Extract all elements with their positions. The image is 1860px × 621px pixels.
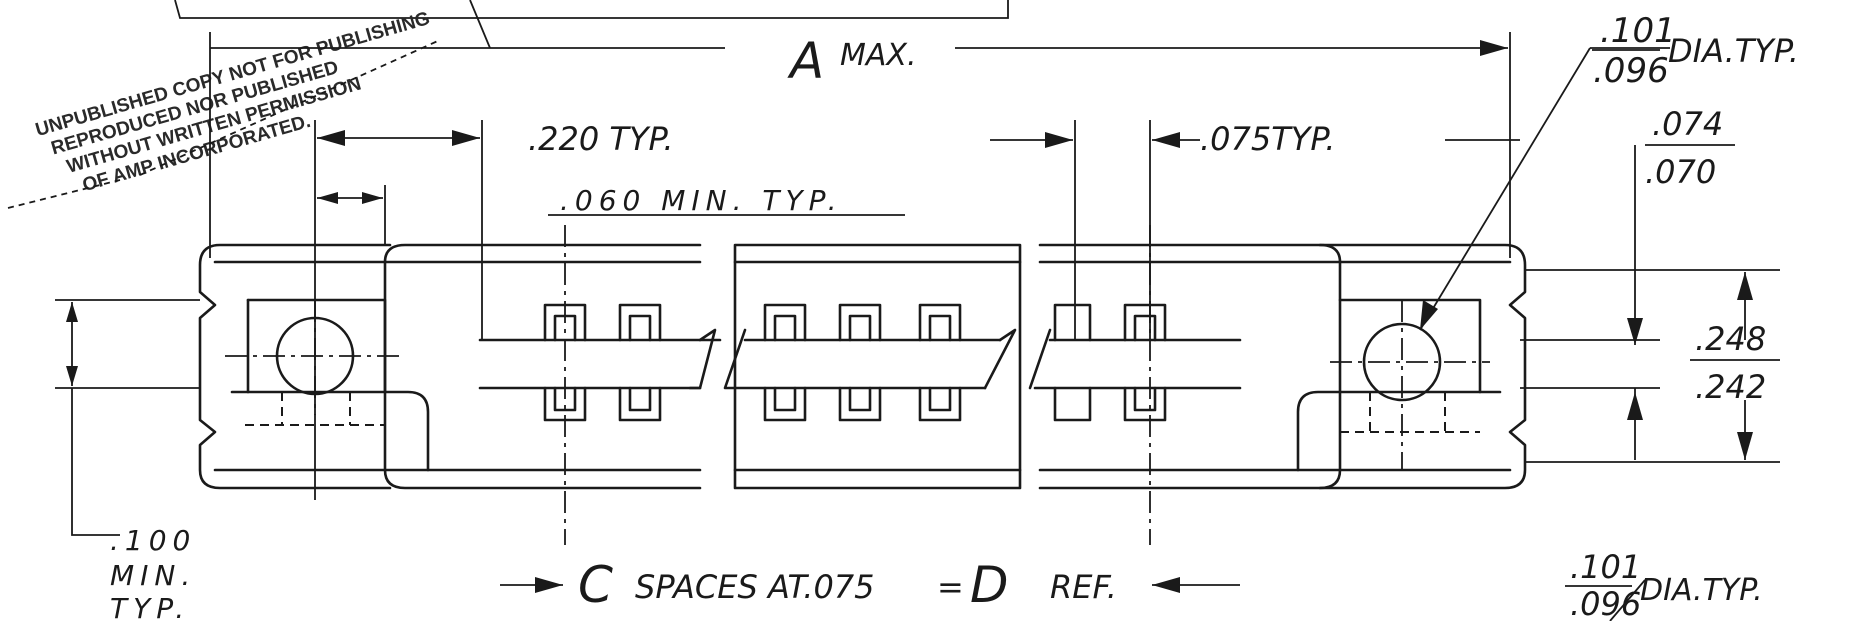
a-max-letter: A xyxy=(787,32,824,90)
hole-bottom-upper: .101 xyxy=(1570,548,1641,586)
spaces-c: C xyxy=(578,556,613,614)
slot-lower: .242 xyxy=(1695,368,1766,406)
hole-top-upper: .101 xyxy=(1600,11,1676,51)
contact-row xyxy=(543,303,1167,422)
edge-min-line3: TYP. xyxy=(110,592,190,621)
connector-body xyxy=(198,243,1527,490)
hole-bottom-suffix: DIA.TYP. xyxy=(1640,573,1763,608)
stamp: UNPUBLISHED COPY NOT FOR PUBLISHING REPR… xyxy=(7,0,1009,209)
spaces-ref: REF. xyxy=(1050,568,1117,606)
step-upper: .074 xyxy=(1652,105,1723,143)
spaces-eq: = xyxy=(937,568,964,606)
pitch-label: .220 TYP. xyxy=(528,120,674,158)
contact-pitch-label: .075TYP. xyxy=(1200,120,1335,158)
a-max-text: MAX. xyxy=(840,38,917,73)
dimension-labels: A MAX. .220 TYP. .060 MIN. TYP. .075TYP.… xyxy=(110,11,1799,621)
edge-min-line2: MIN. xyxy=(110,559,196,592)
spaces-text: SPACES AT.075 xyxy=(635,568,875,606)
edge-min-value: .100 xyxy=(110,524,196,557)
right-mounting-hole xyxy=(1362,322,1442,402)
spaces-d: D xyxy=(970,556,1009,614)
slot-upper: .248 xyxy=(1695,320,1766,358)
step-lower: .070 xyxy=(1645,153,1716,191)
hole-top-suffix: DIA.TYP. xyxy=(1668,32,1799,70)
dimension-lines xyxy=(55,32,1780,621)
hole-top-lower: .096 xyxy=(1593,51,1669,91)
hole-bottom-lower: .096 xyxy=(1570,585,1641,621)
centerlines xyxy=(225,225,1490,545)
min-gap-label: .060 MIN. TYP. xyxy=(560,184,843,217)
